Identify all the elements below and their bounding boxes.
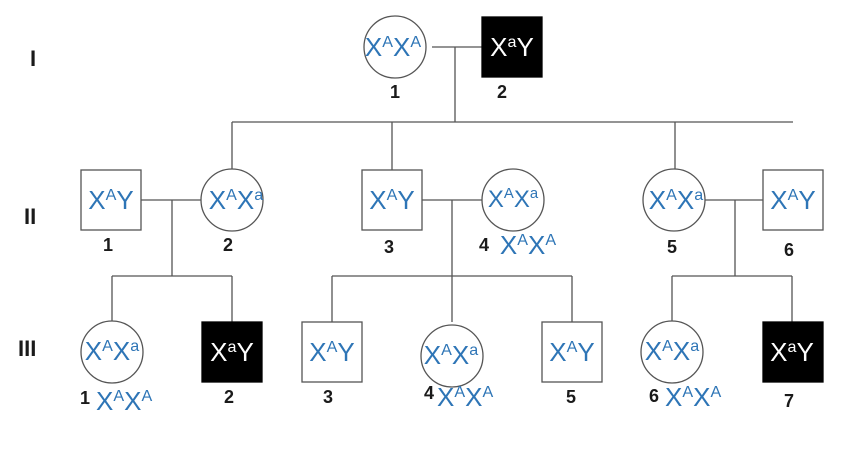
genotype-III4-alternative: XAXA xyxy=(437,382,493,412)
number-II1: 1 xyxy=(103,235,113,255)
number-II3: 3 xyxy=(384,237,394,257)
individual-III1-female xyxy=(80,320,144,384)
individual-II6-male xyxy=(762,169,824,231)
individual-II4-female xyxy=(481,168,545,232)
individual-I2-male-affected xyxy=(481,16,543,78)
genotype-III6-alternative: XAXA xyxy=(665,382,721,412)
genotype-II4: XAXa xyxy=(488,186,539,213)
generation-label-I: I xyxy=(30,46,36,71)
genotype-labels: XAXA XaY XAY XAXa XAY XAXa XAXa XAY XAXA… xyxy=(85,32,816,416)
generation-label-II: II xyxy=(24,204,36,229)
number-II5: 5 xyxy=(667,237,677,257)
individual-III4-female xyxy=(420,324,484,388)
individual-III2-male-affected xyxy=(201,321,263,383)
individual-III6-female xyxy=(640,320,704,384)
individual-III3-male xyxy=(301,321,363,383)
number-II2: 2 xyxy=(223,235,233,255)
number-II4: 4 xyxy=(479,235,489,255)
individuals xyxy=(80,15,824,388)
individual-III7-male-affected xyxy=(762,321,824,383)
number-I2: 2 xyxy=(497,82,507,102)
number-III6: 6 xyxy=(649,386,659,406)
generation-label-III: III xyxy=(18,336,36,361)
individual-II3-male xyxy=(361,169,423,231)
number-I1: 1 xyxy=(390,82,400,102)
genotype-II3: XAY xyxy=(369,185,414,215)
genotype-I1: XAXA xyxy=(365,32,421,62)
individual-II5-female xyxy=(642,168,706,232)
genotype-III4: XAXa xyxy=(424,340,478,370)
number-III5: 5 xyxy=(566,387,576,407)
number-III3: 3 xyxy=(323,387,333,407)
genotype-III1-alternative: XAXA xyxy=(96,386,152,416)
genotype-III6: XAXa xyxy=(645,336,699,366)
genotype-III7: XaY xyxy=(770,337,814,367)
generation-labels: I II III xyxy=(18,46,36,361)
genotype-II6: XAY xyxy=(770,185,815,215)
number-III2: 2 xyxy=(224,387,234,407)
individual-numbers: 1 2 1 2 3 4 5 6 1 2 3 4 5 6 7 xyxy=(80,82,794,411)
number-III7: 7 xyxy=(784,391,794,411)
individual-III5-male xyxy=(541,321,603,383)
genotype-III3: XAY xyxy=(309,337,354,367)
genotype-II1: XAY xyxy=(88,185,133,215)
genotype-II2: XAXa xyxy=(209,185,263,215)
pedigree-lines xyxy=(111,46,793,322)
individual-II1-male xyxy=(80,169,142,231)
number-III1: 1 xyxy=(80,388,90,408)
genotype-III5: XAY xyxy=(549,337,594,367)
genotype-II5: XAXa xyxy=(649,185,703,215)
number-III4: 4 xyxy=(424,383,434,403)
genotype-I2: XaY xyxy=(490,32,534,62)
genotype-III2: XaY xyxy=(210,337,254,367)
individual-II2-female xyxy=(200,168,264,232)
number-II6: 6 xyxy=(784,240,794,260)
genotype-II4-alternative: XAXA xyxy=(500,230,556,260)
genotype-III1: XAXa xyxy=(85,336,139,366)
individual-I1-female xyxy=(363,15,427,79)
